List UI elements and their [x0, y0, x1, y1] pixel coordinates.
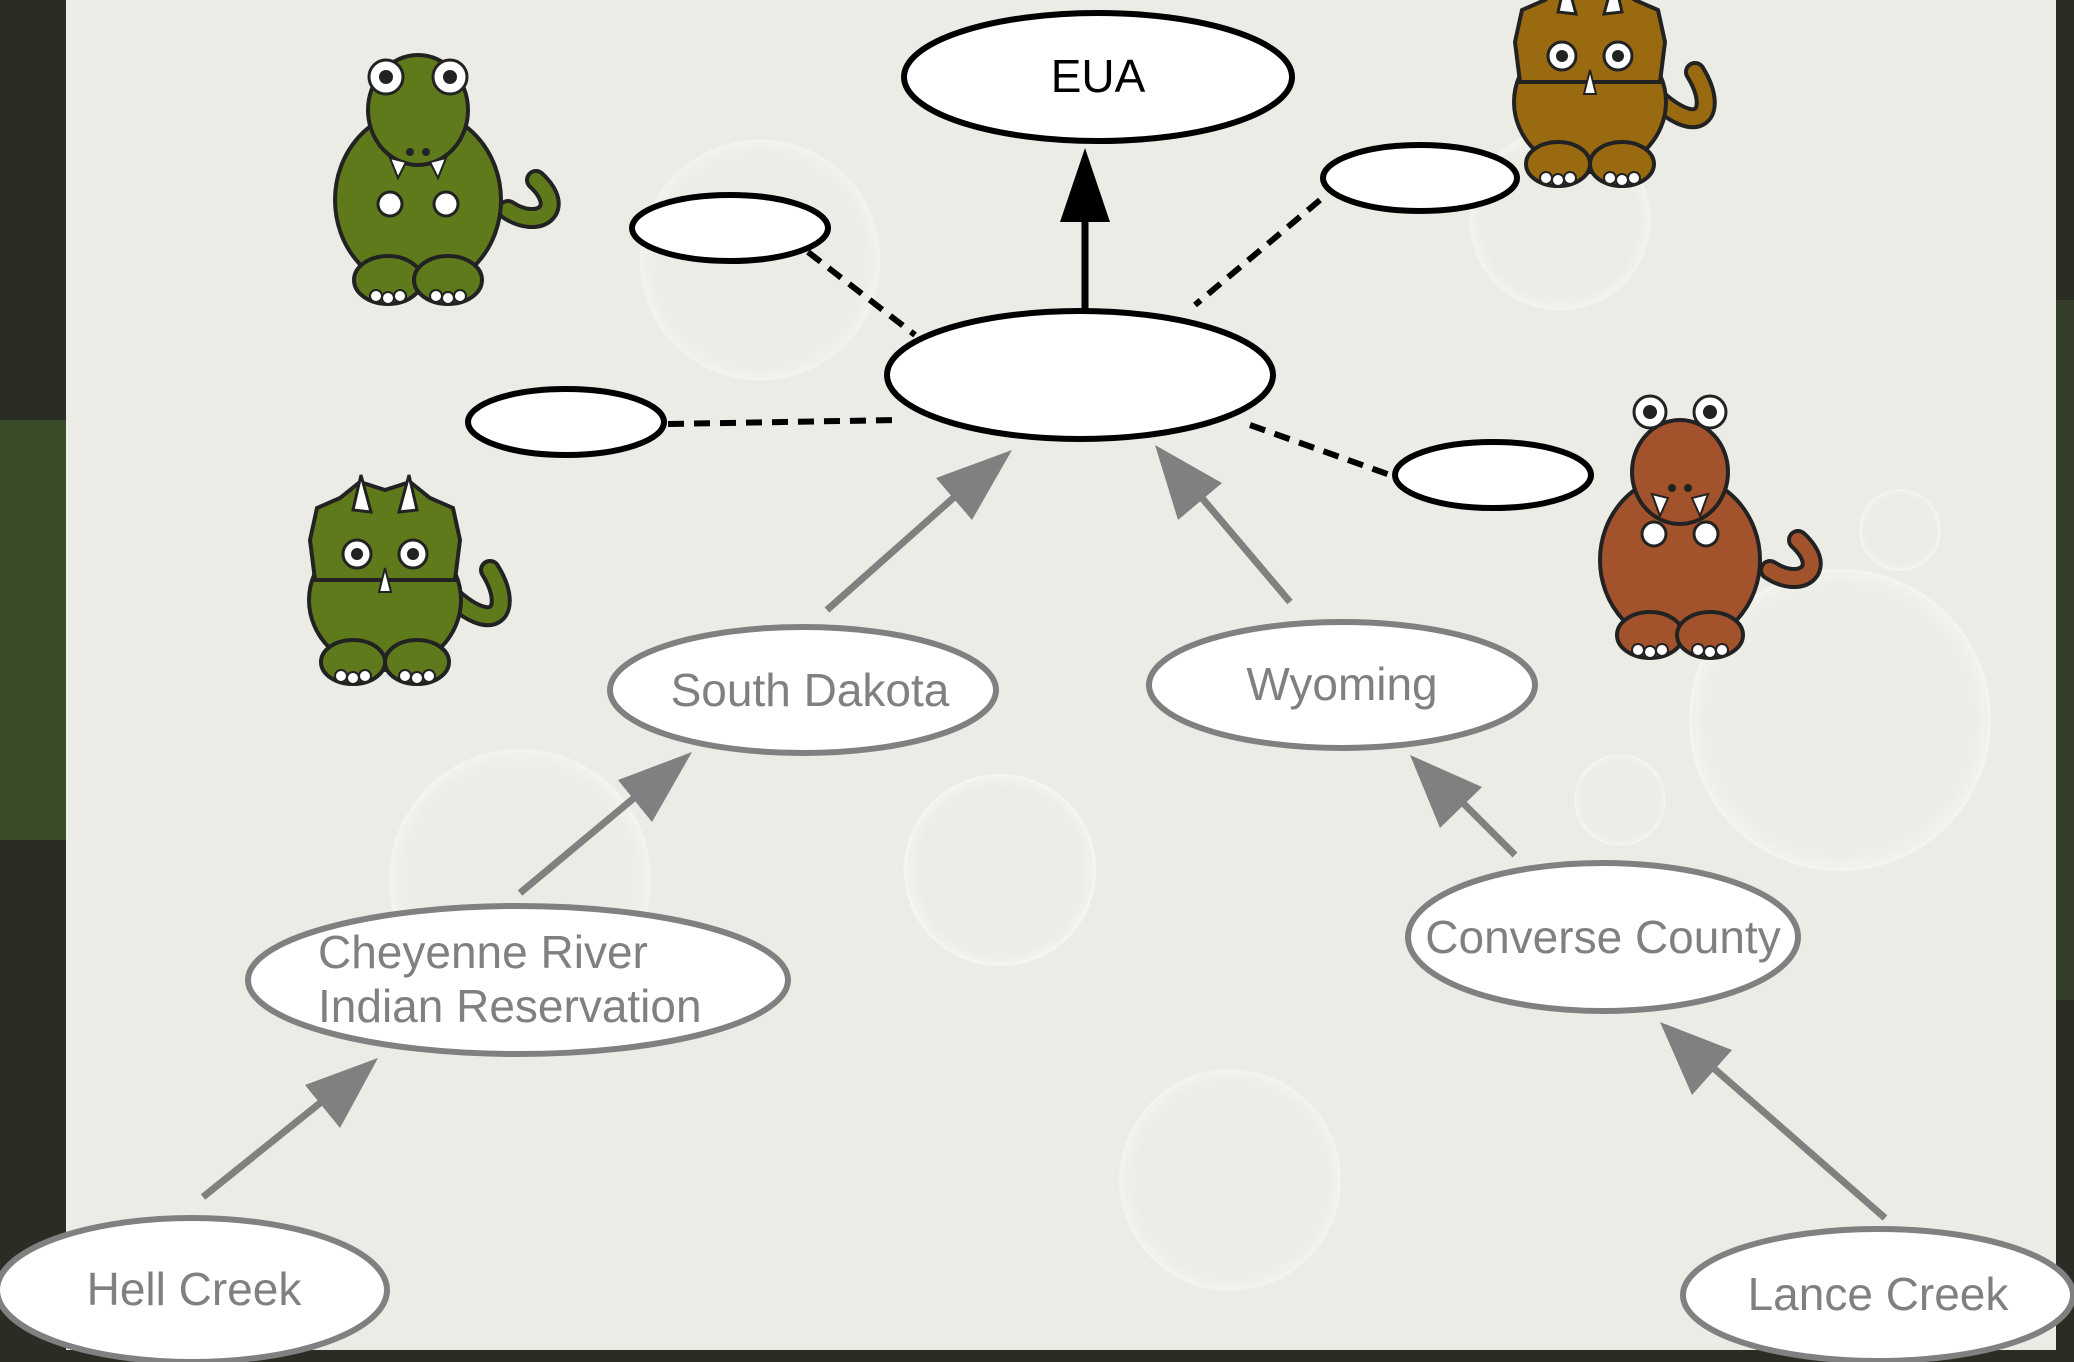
arrow-converse-to-wyoming — [1410, 755, 1518, 858]
arrow-hellcreek-to-cheyenne — [200, 1058, 378, 1200]
dashed-link-blank-3 — [1193, 197, 1322, 308]
node-blank-2[interactable] — [465, 386, 667, 458]
node-wyoming[interactable]: Wyoming — [1146, 619, 1538, 751]
arrow-cheyenne-to-southdakota — [517, 752, 692, 896]
arrow-lancecreek-to-converse — [1660, 1022, 1888, 1221]
node-hell-creek-label: Hell Creek — [87, 1263, 303, 1315]
node-lance-creek-label: Lance Creek — [1748, 1268, 2010, 1320]
node-center[interactable] — [884, 308, 1276, 442]
green-trex-icon — [333, 53, 561, 306]
node-lance-creek[interactable]: Lance Creek — [1680, 1226, 2074, 1362]
ochre-triceratops-icon — [1512, 0, 1717, 188]
node-blank-3[interactable] — [1320, 142, 1520, 214]
brown-trex-icon — [1598, 394, 1823, 660]
grey-arrows — [200, 445, 1888, 1221]
node-blank-1[interactable] — [629, 192, 831, 264]
dashed-link-blank-1 — [806, 249, 917, 338]
node-wyoming-label: Wyoming — [1246, 658, 1437, 710]
node-blank-4[interactable] — [1392, 439, 1594, 511]
node-top-label: EUA — [1051, 50, 1146, 102]
dashed-connectors — [667, 197, 1392, 478]
node-cheyenne-label-line2: Indian Reservation — [318, 980, 702, 1032]
node-south-dakota-label: South Dakota — [671, 664, 950, 716]
node-converse[interactable]: Converse County — [1405, 860, 1801, 1014]
node-hell-creek[interactable]: Hell Creek — [0, 1215, 390, 1362]
node-top[interactable]: EUA — [901, 10, 1295, 144]
green-triceratops-icon — [307, 474, 512, 686]
node-cheyenne[interactable]: Cheyenne River Indian Reservation — [245, 903, 791, 1057]
dashed-link-blank-2 — [667, 417, 901, 427]
node-cheyenne-label-line1: Cheyenne River — [318, 926, 648, 978]
arrow-southdakota-to-center — [824, 450, 1012, 613]
arrow-center-to-top — [1060, 148, 1110, 310]
arrow-wyoming-to-center — [1155, 445, 1293, 605]
node-converse-label: Converse County — [1425, 911, 1780, 963]
node-south-dakota[interactable]: South Dakota — [607, 624, 999, 756]
